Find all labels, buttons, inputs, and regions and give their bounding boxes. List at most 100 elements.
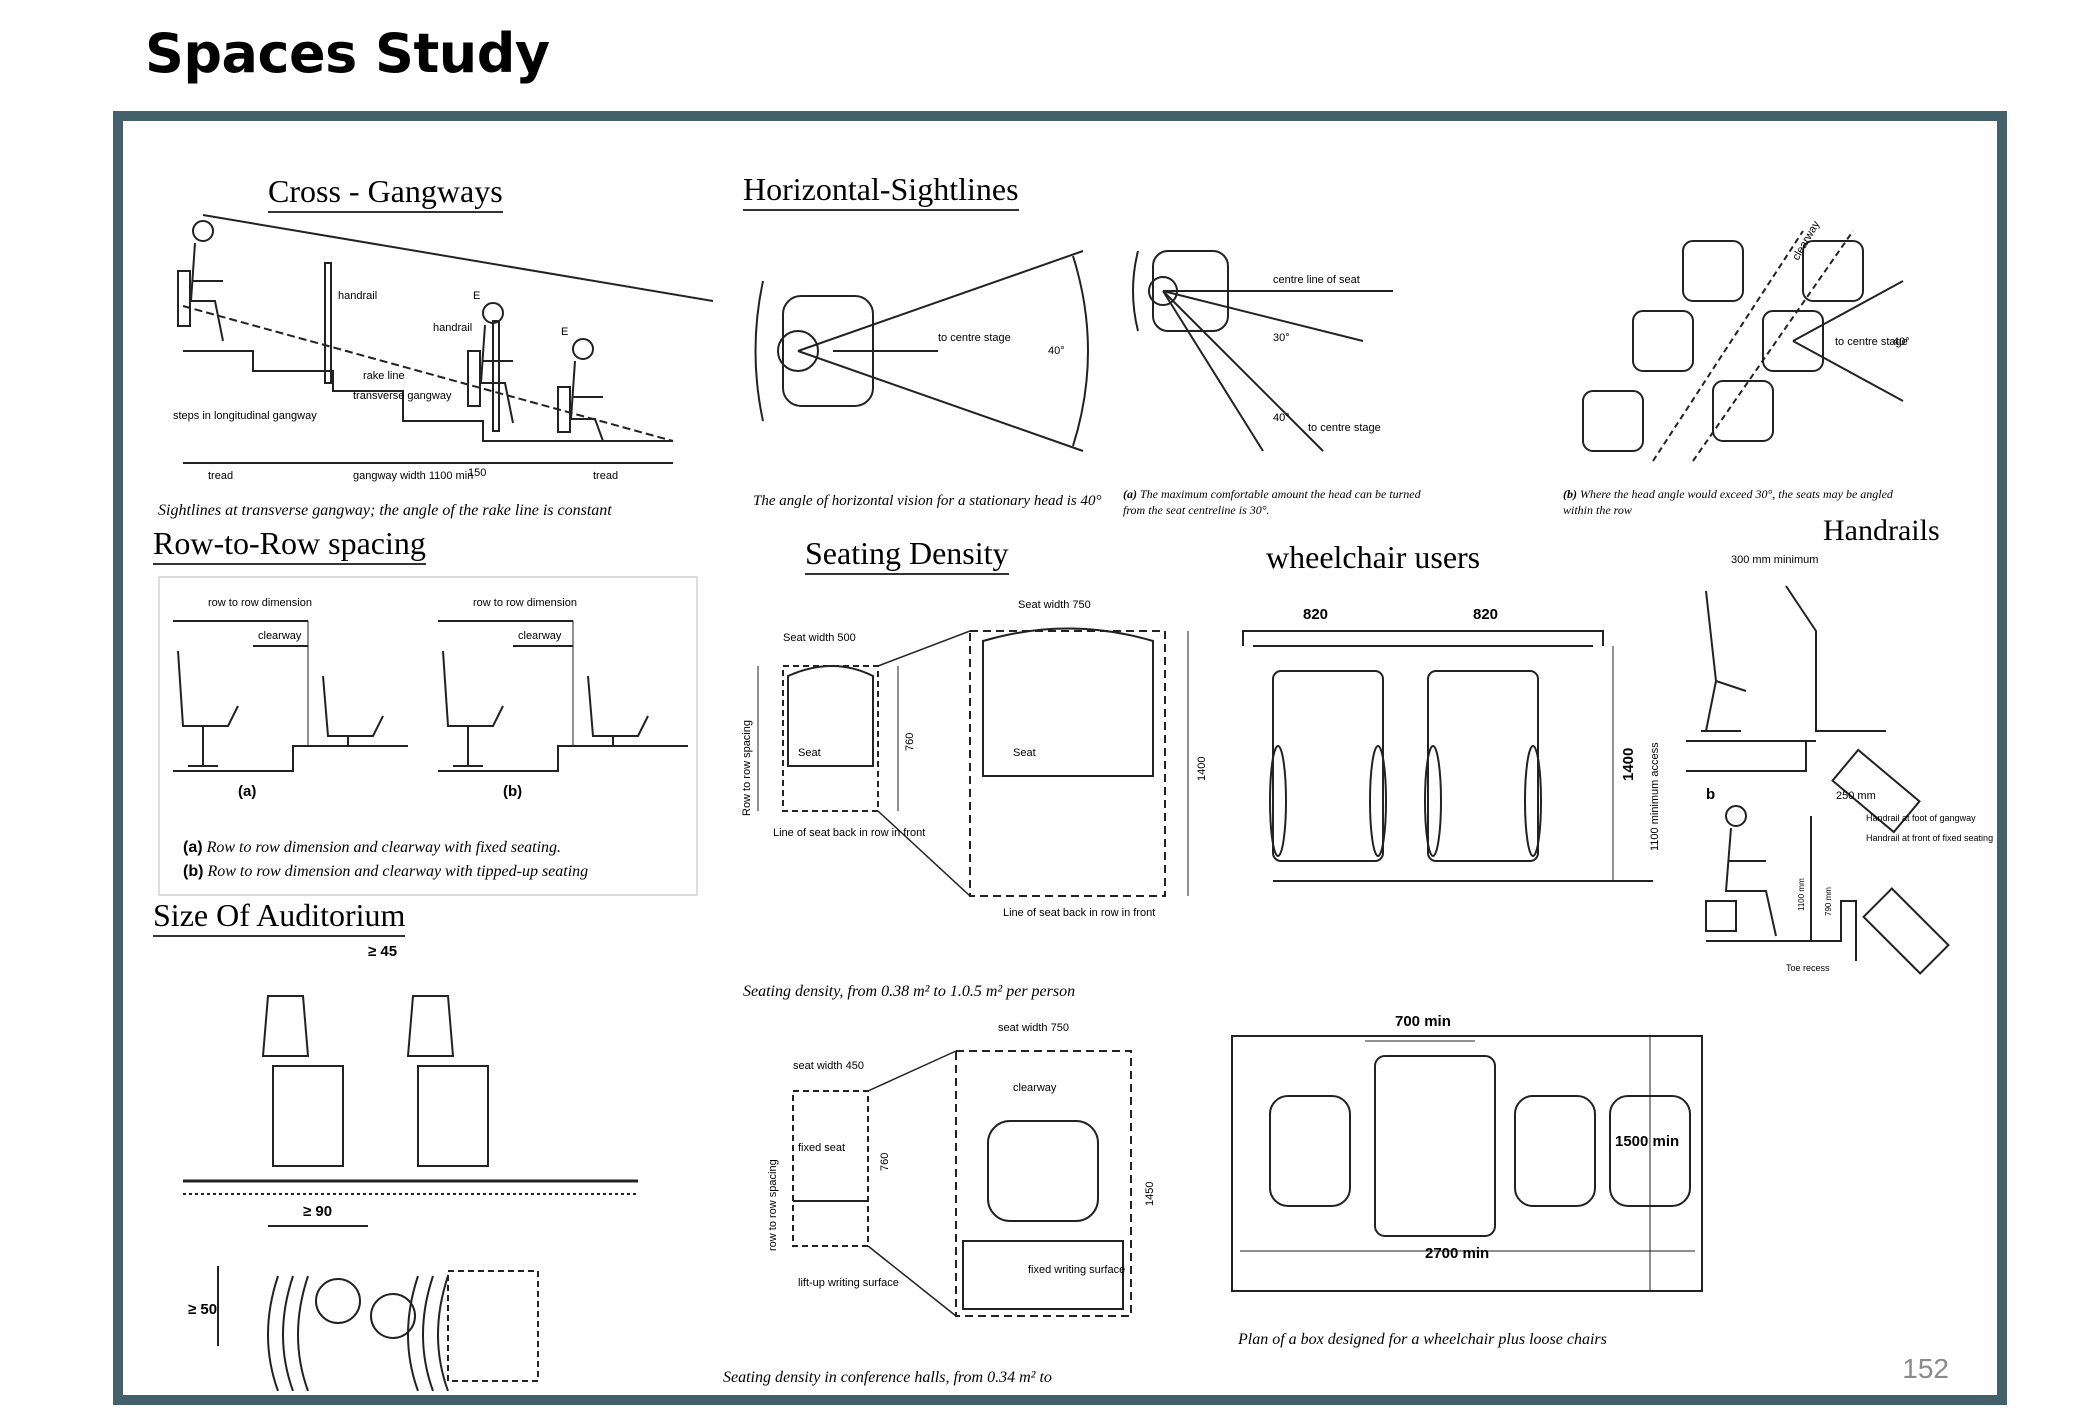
row-dimension-label-a: row to row dimension (208, 597, 312, 609)
seat-side-view (177, 650, 239, 767)
head-turn-caption-tag: (a) (1123, 487, 1137, 501)
seating-density-heading: Seating Density (805, 535, 1009, 575)
clearway-label-a: clearway (258, 630, 302, 642)
handrail-foot-label: Handrail at foot of gangway (1866, 813, 1976, 823)
angle-40-label-3: 40° (1893, 336, 1910, 348)
angle-40-label-2: 40° (1273, 412, 1290, 424)
to-centre-stage-label: to centre stage (938, 332, 1011, 344)
angled-seats-caption-tag: (b) (1563, 487, 1577, 501)
auditorium-heading: Size Of Auditorium (153, 897, 406, 937)
page-title: Spaces Study (145, 22, 550, 85)
angled-seats-caption: (b) Where the head angle would exceed 30… (1563, 486, 1923, 518)
dim-150-label: 150 (468, 467, 486, 479)
horizontal-sightlines-heading: Horizontal-Sightlines (743, 171, 1019, 211)
dim-760b-label: 760 (879, 1153, 891, 1171)
wheelchair-1 (1272, 670, 1384, 862)
handrail-front-label: Handrail at front of fixed seating (1866, 833, 1993, 843)
clearway-label-conf: clearway (1013, 1082, 1057, 1094)
handrails-diagram: 300 mm minimum b 250 mm Handrail at foot… (1686, 554, 1993, 975)
loose-chair-1 (1269, 1095, 1351, 1207)
horizontal-vision-caption: The angle of horizontal vision for a sta… (753, 493, 1102, 509)
b-label: b (1706, 786, 1715, 803)
head-turn-caption: (a) The maximum comfortable amount the h… (1123, 486, 1423, 518)
dim-1400-label: 1400 (1196, 757, 1208, 781)
seat-back-label-1: Line of seat back in row in front (773, 827, 925, 839)
figure-head (192, 220, 214, 242)
row-to-row-caption-a-tag: (a) (183, 839, 203, 856)
seat-750-outline (969, 630, 1166, 897)
sightline (202, 214, 713, 302)
dim-250-label: 250 mm (1836, 790, 1876, 802)
steps (183, 350, 673, 442)
page-number: 152 (1902, 1353, 1949, 1384)
rake-line-label: rake line (363, 370, 405, 382)
fixed-seat-outline (792, 1090, 869, 1247)
horizontal-vision-diagram: to centre stage 40° (754, 250, 1089, 452)
seat-width-450-label: seat width 450 (793, 1060, 864, 1072)
dim-760-label: 760 (904, 733, 916, 751)
tread-label-1: tread (208, 470, 233, 482)
angle-40-label: 40° (1048, 345, 1065, 357)
e-label-2: E (561, 326, 568, 338)
wheelchair-2 (1427, 670, 1539, 862)
lift-up-label: lift-up writing surface (798, 1277, 899, 1289)
wheelchair-plan (1374, 1055, 1496, 1237)
d45-label: ≥ 45 (368, 943, 397, 960)
dim-1400-wc: 1400 (1620, 748, 1637, 781)
label-b: (b) (503, 783, 522, 800)
wheelchair-elevation-diagram: 820 820 1400 1100 minimum access (1242, 606, 1661, 882)
auditorium-diagram: ≥ 45 ≥ 90 ≥ 50 (183, 943, 638, 1391)
row-to-row-caption-b: (b) Row to row dimension and clearway wi… (183, 863, 588, 881)
to-centre-stage-label-3: to centre stage (1835, 336, 1908, 348)
wheelchair-caption: Plan of a box designed for a wheelchair … (1238, 1331, 1607, 1348)
angled-seats-diagram: to centre stage 40° clearway (1582, 221, 1910, 462)
head-turn-diagram: centre line of seat 30° 40° to centre st… (1132, 250, 1393, 452)
dim-790-label: 790 mm (1824, 887, 1833, 916)
cross-gangways-heading: Cross - Gangways (268, 173, 503, 213)
wheelchair-heading: wheelchair users (1266, 539, 1481, 575)
seat-width-750b-label: seat width 750 (998, 1022, 1069, 1034)
clearway-label-b: clearway (518, 630, 562, 642)
row-to-row-caption-b-text: Row to row dimension and clearway with t… (207, 863, 589, 880)
seat-back-label-2: Line of seat back in row in front (1003, 907, 1155, 919)
conference-seat-outline (955, 1050, 1132, 1317)
angled-seats-caption-text: Where the head angle would exceed 30°, t… (1563, 487, 1893, 517)
angled-seat (1762, 310, 1824, 372)
tread-label-2: tread (593, 470, 618, 482)
row-to-row-heading: Row-to-Row spacing (153, 525, 426, 565)
dim-2700-label: 2700 min (1425, 1245, 1489, 1262)
handrail-seat (1701, 590, 1747, 732)
box-outline (1231, 1035, 1703, 1292)
fixed-seat-label: fixed seat (798, 1142, 845, 1154)
seat-label-2: Seat (1013, 747, 1036, 759)
seat-width-500-label: Seat width 500 (783, 632, 856, 644)
row-to-row-caption-a-text: Row to row dimension and clearway with f… (206, 839, 562, 856)
conference-density-diagram: seat width 450 seat width 750 clearway f… (767, 1022, 1156, 1317)
seating-density-diagram: Seat width 500 Seat width 750 Seat Seat … (741, 599, 1208, 919)
seating-density-caption: Seating density, from 0.38 m² to 1.0.5 m… (743, 983, 1076, 1000)
handrail-label-1: handrail (338, 290, 377, 302)
d90-label: ≥ 90 (303, 1203, 332, 1220)
handrail-label-2: handrail (433, 322, 472, 334)
conference-density-caption: Seating density in conference halls, fro… (723, 1369, 1052, 1386)
minimum-access-label: 1100 minimum access (1649, 742, 1661, 851)
row-to-row-diagram: row to row dimension row to row dimensio… (158, 576, 698, 896)
transverse-gangway-label: transverse gangway (353, 390, 452, 402)
row-spacing-label-b: row to row spacing (767, 1159, 779, 1251)
cross-gangways-diagram: handrail handrail rake line transverse g… (173, 214, 713, 482)
cross-gangways-caption: Sightlines at transverse gangway; the an… (158, 502, 612, 519)
row-to-row-caption-a: (a) Row to row dimension and clearway wi… (183, 839, 561, 857)
dim-300-label: 300 mm minimum (1731, 554, 1818, 566)
chair-elevation-1 (261, 995, 310, 1057)
handrail-post (324, 262, 332, 384)
seat-label-1: Seat (798, 747, 821, 759)
handrails-heading: Handrails (1823, 514, 1940, 547)
content-frame: Cross - Gangways handrail handrail rake … (113, 111, 2007, 1405)
dim-820-b: 820 (1473, 606, 1498, 623)
angle-30-label: 30° (1273, 332, 1290, 344)
seat-500-outline (782, 665, 879, 812)
row-dimension-label-b: row to row dimension (473, 597, 577, 609)
dim-1500-label: 1500 min (1615, 1133, 1679, 1150)
row-spacing-label: Row to row spacing (741, 720, 753, 816)
toe-recess-label: Toe recess (1786, 963, 1830, 973)
